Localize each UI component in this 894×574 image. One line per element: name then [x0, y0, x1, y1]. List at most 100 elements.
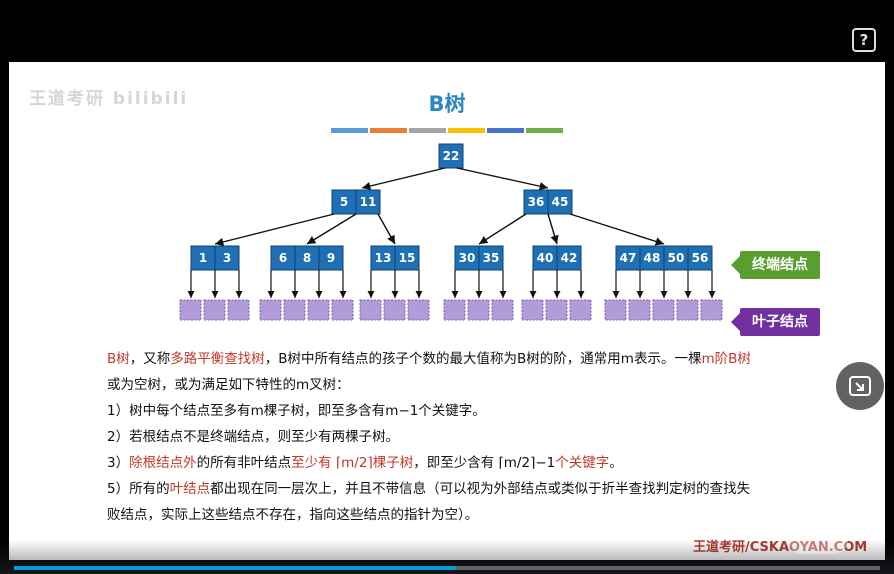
desc-text: ，即至少含有 ⌈m/2⌉−1 — [413, 455, 556, 471]
internal-node-key-box — [355, 189, 381, 215]
terminal-node-key: 8 — [303, 251, 311, 265]
internal-node-key: 11 — [360, 195, 377, 209]
leaf-node — [467, 299, 490, 321]
leaf-node — [628, 299, 651, 321]
internal-node-key-box — [547, 189, 573, 215]
desc-text: 的所有非叶结点 — [196, 455, 292, 471]
terminal-node-key-box — [556, 245, 582, 271]
desc-text: ，又称 — [129, 351, 171, 367]
root-node-key: 22 — [443, 149, 460, 163]
leaf-node — [259, 299, 282, 321]
leaf-node — [383, 299, 406, 321]
terminal-node-key-box — [639, 245, 665, 271]
color-bar-1 — [331, 128, 368, 133]
leaf-node — [443, 299, 466, 321]
tree-edge — [478, 213, 527, 245]
leaf-node-label: 叶子结点 — [731, 308, 820, 336]
terminal-node-key: 47 — [620, 251, 637, 265]
tree-edge — [214, 213, 335, 247]
terminal-node-key-box — [687, 245, 713, 271]
desc-line-2: 或为空树，或为满足如下特性的m叉树： — [107, 377, 350, 393]
picture-in-picture-button[interactable] — [836, 362, 884, 410]
internal-node-key: 5 — [340, 195, 348, 209]
leaf-node — [652, 299, 675, 321]
progress-bar-fill — [14, 566, 456, 570]
desc-line-5: 3）除根结点外的所有非叶结点至少有 ⌈m/2⌉棵子树，即至少含有 ⌈m/2⌉−1… — [107, 450, 817, 476]
terminal-node-key: 15 — [399, 251, 416, 265]
term-m-order-b-tree: m阶B树 — [701, 351, 751, 367]
terminal-node-key-box — [394, 245, 420, 271]
term-multiway-search-tree: 多路平衡查找树 — [170, 351, 265, 367]
terminal-node-key: 50 — [668, 251, 685, 265]
terminal-node-key: 56 — [692, 251, 709, 265]
internal-node-key: 45 — [552, 195, 569, 209]
desc-line-1: B树，又称多路平衡查找树，B树中所有结点的孩子个数的最大值称为B树的阶，通常用m… — [107, 346, 817, 372]
color-bar-6 — [526, 128, 563, 133]
terminal-node-key: 13 — [375, 251, 392, 265]
terminal-node-key: 42 — [561, 251, 578, 265]
terminal-node-key-box — [478, 245, 504, 271]
leaf-node — [545, 299, 568, 321]
leaf-node — [491, 299, 514, 321]
play-button[interactable] — [788, 494, 848, 554]
leaf-node — [569, 299, 592, 321]
color-bar-3 — [409, 128, 446, 133]
terminal-node-key-box — [615, 245, 641, 271]
slide-title: B树 — [428, 92, 466, 116]
term-min-subtrees: 至少有 ⌈m/2⌉棵子树 — [291, 455, 414, 471]
leaf-node — [604, 299, 627, 321]
leaf-node — [203, 299, 226, 321]
terminal-node-key-box — [454, 245, 480, 271]
color-bar-2 — [370, 128, 407, 133]
watermark: 王道考研 bilibili — [29, 89, 189, 109]
tree-edge — [377, 213, 396, 245]
terminal-node-key-box — [190, 245, 216, 271]
leaf-node — [227, 299, 250, 321]
terminal-node-key: 9 — [327, 251, 335, 265]
terminal-node-key-box — [532, 245, 558, 271]
internal-node-key-box — [331, 189, 357, 215]
desc-line-7: 败结点，实际上这些结点不存在，指向这些结点的指针为空）。 — [107, 507, 479, 523]
help-icon[interactable]: ? — [852, 28, 876, 52]
term-except-root: 除根结点外 — [129, 455, 197, 471]
tree-edge — [569, 213, 665, 246]
leaf-node — [283, 299, 306, 321]
terminal-node-key-box — [214, 245, 240, 271]
title-color-bars — [331, 128, 563, 133]
terminal-node-key: 40 — [537, 251, 554, 265]
leaf-node — [676, 299, 699, 321]
desc-text: 5）所有的 — [107, 481, 170, 497]
tree-edge — [456, 167, 549, 191]
leaf-node — [407, 299, 430, 321]
desc-line-3: 1）树中每个结点至多有m棵子树，即至多含有m−1个关键字。 — [107, 403, 486, 419]
leaf-node — [700, 299, 723, 321]
terminal-node-key: 6 — [279, 251, 287, 265]
leaf-node — [179, 299, 202, 321]
picture-in-picture-icon — [849, 376, 871, 396]
play-icon — [801, 507, 835, 541]
internal-node-key: 36 — [528, 195, 545, 209]
description-text: B树，又称多路平衡查找树，B树中所有结点的孩子个数的最大值称为B树的阶，通常用m… — [107, 346, 817, 528]
leaf-node — [359, 299, 382, 321]
term-leaf-node: 叶结点 — [169, 481, 211, 497]
desc-text: ，B树中所有结点的孩子个数的最大值称为B树的阶，通常用m表示。一棵 — [264, 351, 702, 367]
terminal-node-label: 终端结点 — [731, 251, 820, 279]
term-b-tree: B树 — [107, 351, 130, 367]
desc-line-6: 5）所有的叶结点都出现在同一层次上，并且不带信息（可以视为外部结点或类似于折半查… — [107, 476, 817, 502]
leaf-node — [521, 299, 544, 321]
player-top-bar: ? — [0, 0, 894, 62]
tree-edge — [547, 213, 559, 245]
terminal-node-key-box — [318, 245, 344, 271]
desc-text: 。 — [609, 455, 623, 471]
terminal-node-key: 1 — [199, 251, 207, 265]
terminal-node-key: 48 — [644, 251, 661, 265]
desc-text: 3） — [107, 455, 130, 471]
tree-edge — [306, 213, 357, 245]
color-bar-5 — [487, 128, 524, 133]
terminal-node-key: 30 — [459, 251, 476, 265]
tree-edge — [361, 167, 446, 191]
desc-text: 都出现在同一层次上，并且不带信息（可以视为外部结点或类似于折半查找判定树的查找失 — [210, 481, 751, 497]
term-keys: 个关键字 — [555, 455, 610, 471]
